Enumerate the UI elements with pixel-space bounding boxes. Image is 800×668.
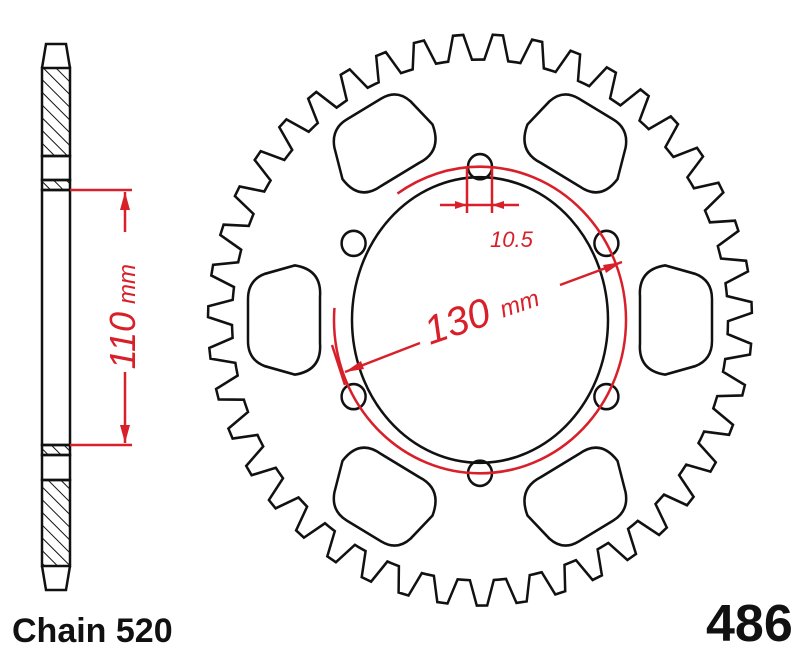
bolt-hole-value: 10.5	[490, 227, 534, 252]
bolt-circle-dimension	[330, 260, 623, 386]
sprocket-teeth-outline	[206, 33, 754, 607]
sprocket-side-view	[40, 42, 72, 592]
hub-width-unit: mm	[114, 264, 141, 304]
bolt-hole	[340, 382, 367, 411]
side-hub-body	[40, 188, 72, 447]
lightening-window	[523, 93, 628, 194]
bolt-circle-value: 130	[419, 290, 496, 353]
lightening-window	[332, 93, 437, 194]
chain-size-label: Chain 520	[12, 612, 173, 650]
part-number-label: 486	[706, 595, 793, 653]
lightening-windows	[246, 93, 714, 547]
side-bottom-gap	[40, 453, 72, 482]
bolt-hole-dimension	[440, 168, 519, 213]
bolt-hole	[340, 229, 367, 258]
side-top-gap	[40, 154, 72, 182]
bolt-circle	[332, 165, 628, 475]
bolt-hole	[593, 229, 620, 258]
side-top-hatch	[40, 66, 72, 158]
hub-width-dimension	[70, 188, 132, 447]
lightening-window	[638, 264, 714, 376]
side-top-tip	[40, 42, 72, 69]
side-hub-hatch-bottom	[40, 443, 72, 457]
side-bottom-hatch	[40, 478, 72, 568]
bolt-hole	[593, 382, 620, 411]
center-bore	[350, 175, 610, 465]
bolt-circle-unit: mm	[496, 285, 543, 324]
lightening-window	[246, 264, 322, 376]
hub-width-value: 110	[102, 312, 143, 369]
lightening-window	[523, 446, 628, 547]
side-bottom-tip	[40, 565, 72, 592]
side-hub-hatch-top	[40, 178, 72, 192]
lightening-window	[332, 446, 437, 547]
sprocket-front-view	[206, 33, 754, 607]
